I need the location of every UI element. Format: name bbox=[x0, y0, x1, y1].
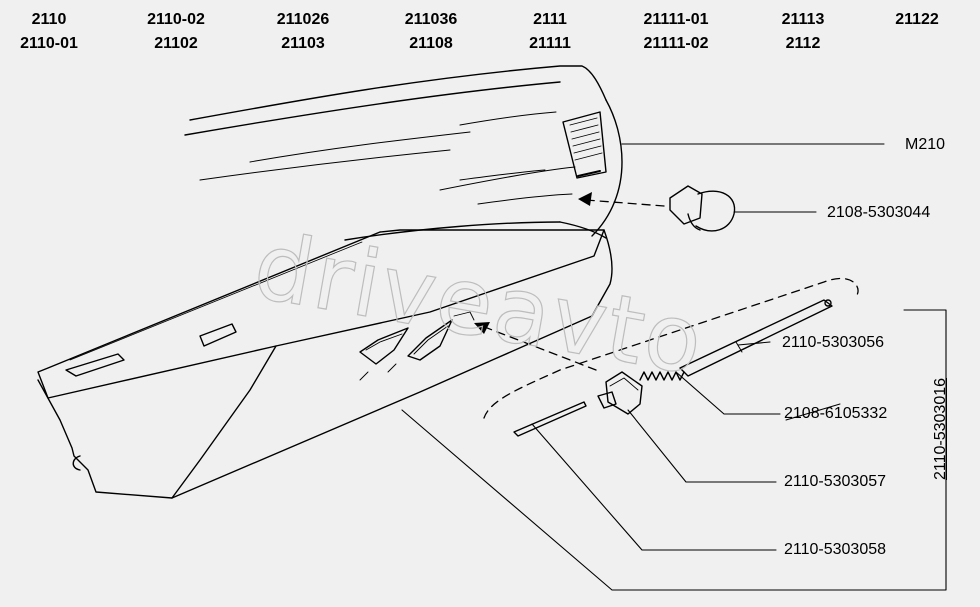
installation-arrows bbox=[481, 199, 859, 419]
part-label-rod: 2110-5303056 bbox=[782, 334, 885, 351]
part-label-spring: 2108-6105332 bbox=[784, 405, 888, 422]
rod-part bbox=[679, 299, 833, 377]
latch-part bbox=[597, 371, 643, 415]
air-vent bbox=[562, 111, 607, 179]
lock-button-part bbox=[669, 185, 736, 232]
part-label-pin: 2110-5303058 bbox=[784, 541, 887, 558]
glovebox-lid bbox=[37, 229, 613, 499]
part-label-latch: 2110-5303057 bbox=[784, 473, 887, 490]
part-label-m210: M210 bbox=[905, 136, 946, 153]
arrow-heads bbox=[474, 192, 592, 334]
leader-lines bbox=[401, 143, 947, 591]
model-column: 21122 bbox=[895, 11, 939, 28]
part-label-assembly: 2110-5303016 bbox=[932, 377, 949, 480]
pin-part bbox=[513, 401, 587, 437]
dashboard-panel bbox=[184, 65, 623, 241]
spring-part bbox=[639, 371, 685, 381]
part-label-lock-button: 2108-5303044 bbox=[827, 204, 931, 221]
